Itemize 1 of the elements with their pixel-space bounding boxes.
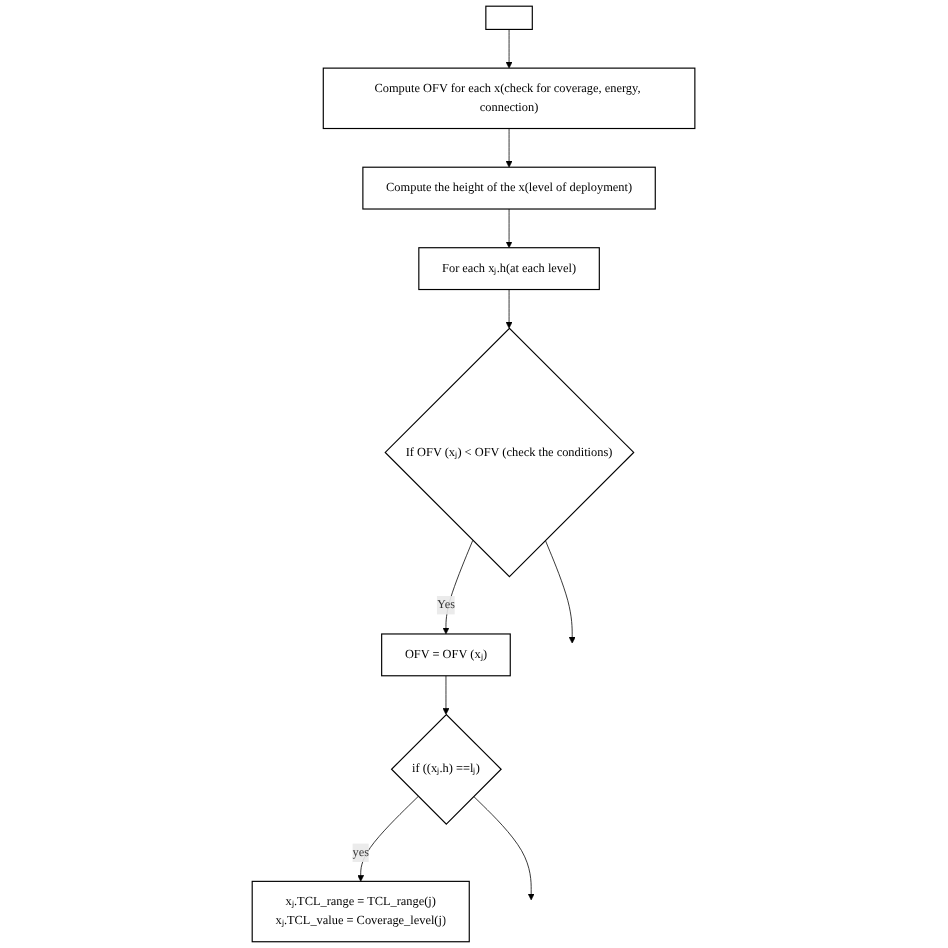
node-box xyxy=(485,5,534,31)
